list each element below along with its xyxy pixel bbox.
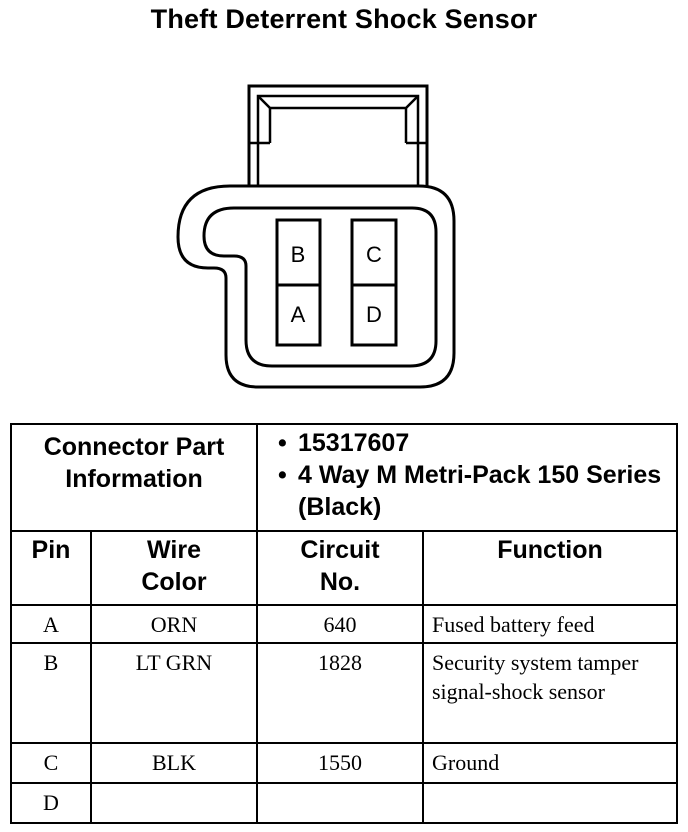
header-circuit: Circuit No. xyxy=(256,530,424,606)
pin-cell: C xyxy=(10,742,92,784)
part-info-label-line2: Information xyxy=(65,465,203,493)
connector-diagram: B C A D xyxy=(176,84,456,389)
header-function-label: Function xyxy=(497,536,603,564)
function-cell: Security system tamper signal-shock sens… xyxy=(422,642,678,744)
table-row: A ORN 640 Fused battery feed xyxy=(10,604,678,644)
part-info-row: Connector Part Information 15317607 4 Wa… xyxy=(10,423,678,532)
header-wire-color-line1: Wire xyxy=(147,536,201,564)
pin-d-cavity xyxy=(350,283,398,347)
function-cell: Ground xyxy=(422,742,678,784)
part-number: 15317607 xyxy=(278,427,676,459)
connector-latch xyxy=(247,84,429,186)
connector-body-outer xyxy=(176,184,456,389)
function-cell xyxy=(422,782,678,824)
part-info-label-cell: Connector Part Information xyxy=(10,423,258,532)
circuit-cell xyxy=(256,782,424,824)
header-wire-color: Wire Color xyxy=(90,530,258,606)
pin-cell: D xyxy=(10,782,92,824)
pin-label-b: B xyxy=(291,242,306,267)
circuit-cell: 640 xyxy=(256,604,424,644)
diagram-title: Theft Deterrent Shock Sensor xyxy=(150,4,538,34)
table-row: B LT GRN 1828 Security system tamper sig… xyxy=(10,642,678,744)
pin-label-d: D xyxy=(366,302,382,327)
header-pin: Pin xyxy=(10,530,92,606)
header-wire-color-line2: Color xyxy=(141,568,207,596)
wire-color-cell: ORN xyxy=(90,604,258,644)
header-pin-label: Pin xyxy=(31,536,71,564)
function-cell: Fused battery feed xyxy=(422,604,678,644)
part-info-cell: 15317607 4 Way M Metri-Pack 150 Series (… xyxy=(256,423,678,532)
pin-cell: B xyxy=(10,642,92,744)
circuit-cell: 1828 xyxy=(256,642,424,744)
pin-a-cavity xyxy=(275,283,322,347)
pin-label-c: C xyxy=(366,242,382,267)
header-circuit-line2: No. xyxy=(319,568,361,596)
header-function: Function xyxy=(422,530,678,606)
part-info-list: 15317607 4 Way M Metri-Pack 150 Series (… xyxy=(258,425,676,525)
part-info-label-line1: Connector Part xyxy=(43,433,225,461)
circuit-cell: 1550 xyxy=(256,742,424,784)
pinout-table: Connector Part Information 15317607 4 Wa… xyxy=(10,423,678,824)
connector-body-inner xyxy=(202,206,438,368)
table-row: C BLK 1550 Ground xyxy=(10,742,678,784)
pin-cell: A xyxy=(10,604,92,644)
wire-color-cell xyxy=(90,782,258,824)
connector-type: 4 Way M Metri-Pack 150 Series (Black) xyxy=(278,459,676,523)
connector-latch-inner xyxy=(256,94,420,186)
table-row: D xyxy=(10,782,678,824)
wire-color-cell: LT GRN xyxy=(90,642,258,744)
header-row: Pin Wire Color Circuit No. Function xyxy=(10,530,678,606)
wire-color-cell: BLK xyxy=(90,742,258,784)
header-circuit-line1: Circuit xyxy=(300,536,380,564)
pin-label-a: A xyxy=(291,302,306,327)
